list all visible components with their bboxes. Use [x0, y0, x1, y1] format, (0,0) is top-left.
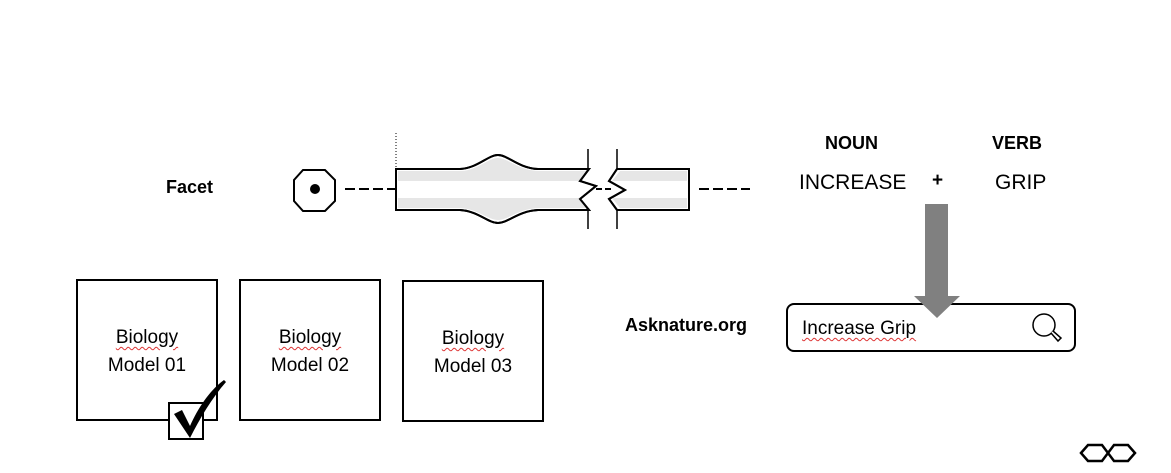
card-title: Biology: [441, 328, 505, 349]
card-title: Biology: [115, 327, 179, 348]
card-subtitle: Model 01: [107, 355, 187, 376]
verb-value: GRIP: [995, 171, 1047, 194]
asknature-label: Asknature.org: [625, 315, 748, 335]
octagon-pin-icon: [293, 169, 336, 212]
card-subtitle: Model 03: [433, 356, 513, 377]
card-subtitle: Model 02: [270, 355, 350, 376]
plus-sign: +: [932, 170, 944, 191]
search-query-text: Increase Grip: [802, 318, 917, 339]
down-arrow-icon: [914, 204, 960, 318]
verb-heading: VERB: [992, 133, 1043, 153]
biology-model-card-2[interactable]: Biology Model 02: [239, 279, 381, 421]
search-icon[interactable]: [1030, 311, 1064, 345]
check-mark-icon: [174, 380, 226, 438]
biology-model-card-1[interactable]: Biology Model 01: [76, 279, 218, 421]
broken-tube-shape: [395, 149, 690, 229]
infinity-logo-icon: [1079, 443, 1137, 463]
facet-label: Facet: [166, 177, 214, 197]
card-title: Biology: [278, 327, 342, 348]
noun-heading: NOUN: [825, 133, 878, 153]
biology-model-card-3[interactable]: Biology Model 03: [402, 280, 544, 422]
noun-value: INCREASE: [799, 171, 907, 194]
